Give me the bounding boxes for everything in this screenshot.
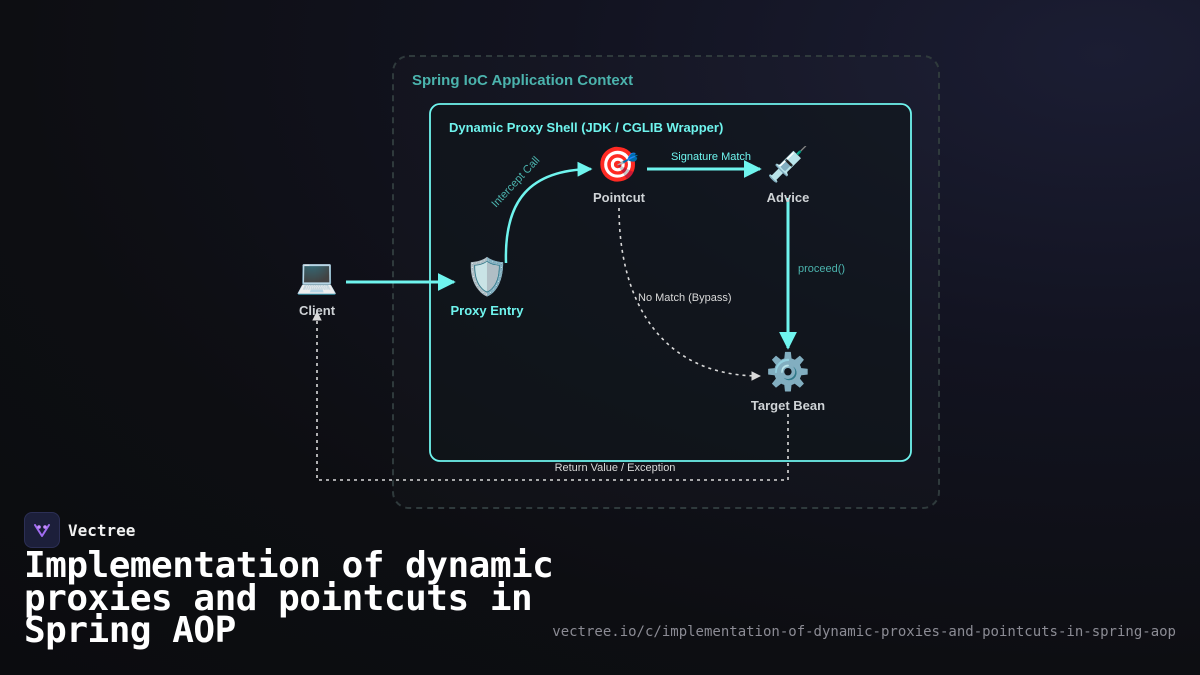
target-bean-label: Target Bean: [751, 398, 825, 413]
pointcut-label: Pointcut: [593, 190, 646, 205]
syringe-icon: 💉: [767, 145, 809, 185]
target-bean-node: ⚙️ Target Bean: [751, 351, 825, 413]
target-icon: 🎯: [597, 145, 639, 185]
advice-label: Advice: [767, 190, 810, 205]
advice-node: 💉 Advice: [767, 145, 810, 205]
vectree-logo-icon: [24, 512, 60, 548]
pointcut-node: 🎯 Pointcut: [593, 145, 646, 205]
intercept-call-arrow: [504, 161, 593, 264]
gear-icon: ⚙️: [766, 351, 811, 393]
proxy-shell-label: Dynamic Proxy Shell (JDK / CGLIB Wrapper…: [449, 120, 723, 135]
laptop-icon: 💻: [296, 257, 338, 297]
proxy-entry-node: 🛡️ Proxy Entry: [451, 256, 525, 318]
no-match-label: No Match (Bypass): [638, 292, 732, 304]
shield-icon: 🛡️: [465, 256, 510, 298]
signature-match-label: Signature Match: [671, 151, 751, 163]
proceed-label: proceed(): [798, 263, 845, 275]
client-label: Client: [299, 303, 336, 318]
brand: Vectree: [24, 512, 135, 548]
ioc-context-label: Spring IoC Application Context: [412, 72, 633, 89]
no-match-bypass-arrow: [618, 207, 761, 381]
return-value-label: Return Value / Exception: [555, 462, 676, 474]
brand-name: Vectree: [68, 520, 136, 540]
page-title: Implementation of dynamic proxies and po…: [24, 545, 554, 651]
client-node: 💻 Client: [296, 257, 338, 318]
return-value-arrow: [312, 311, 789, 481]
proxy-entry-label: Proxy Entry: [451, 303, 525, 318]
source-url: vectree.io/c/implementation-of-dynamic-p…: [552, 624, 1176, 640]
